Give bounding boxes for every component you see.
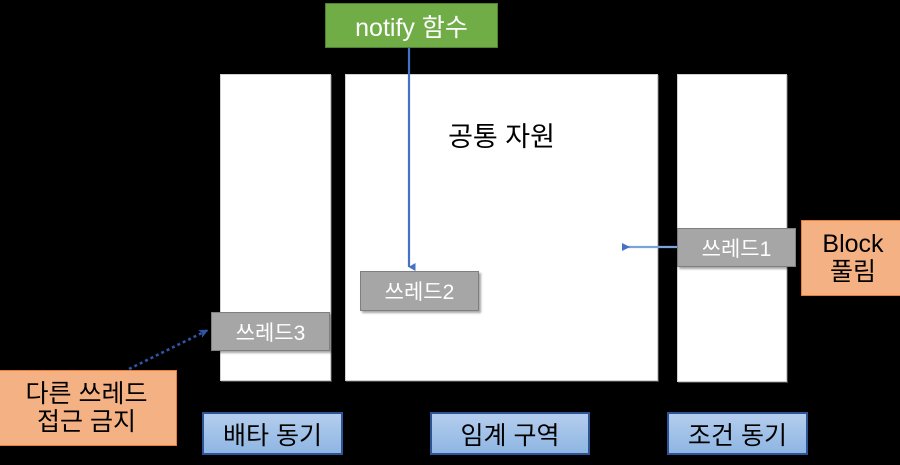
condition-sync-label[interactable]: 조건 동기 xyxy=(667,412,808,455)
thread1-chip[interactable]: 쓰레드1 xyxy=(677,228,796,267)
thread3-chip[interactable]: 쓰레드3 xyxy=(211,312,330,351)
block-release-callout-line-1: Block xyxy=(822,230,884,258)
no-access-callout-line-2: 접근 금지 xyxy=(37,408,136,436)
exclusive-sync-label[interactable]: 배타 동기 xyxy=(202,412,343,455)
thread2-chip[interactable]: 쓰레드2 xyxy=(360,271,479,311)
callout-to-thread3-arrow xyxy=(128,328,209,371)
no-access-callout[interactable]: 다른 쓰레드 접근 금지 xyxy=(0,370,177,446)
shared-resource-title: 공통 자원 xyxy=(448,122,555,152)
block-release-callout[interactable]: Block 풀림 xyxy=(801,220,900,296)
middle-column xyxy=(345,74,658,381)
block-release-callout-line-2: 풀림 xyxy=(829,258,876,286)
notify-function-box[interactable]: notify 함수 xyxy=(325,3,498,48)
critical-section-label[interactable]: 임계 구역 xyxy=(430,412,590,455)
no-access-callout-line-1: 다른 쓰레드 xyxy=(25,380,148,408)
